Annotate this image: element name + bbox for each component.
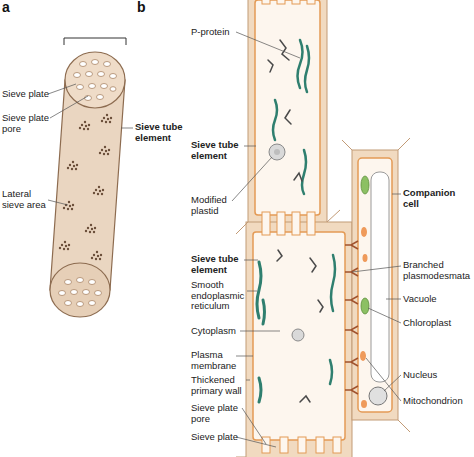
leader-line [386,299,401,300]
part-label: Sieve plate pore [191,403,246,424]
vacuole [371,172,389,382]
smooth-er [257,262,265,402]
part-label: Companion cell [403,188,473,209]
p-protein-green [273,40,335,384]
mitochondria [360,227,368,408]
part-label: Thickened primary wall [191,375,246,396]
cell-wall [248,0,327,227]
nucleus [369,387,387,405]
part-label: Chloroplast [403,318,473,329]
cell-wall [246,222,352,457]
leader-line [246,380,250,381]
part-label: Sieve tube element [191,140,246,161]
lateral-sieve-areas [59,114,112,260]
part-label: Sieve plate [191,432,246,443]
bottom-plate [50,263,110,317]
leader-line [232,157,272,201]
chloroplast [361,176,369,194]
sieve-tube-section [236,0,410,457]
leader-line [392,194,401,195]
leader-line [50,96,88,118]
leader-line [236,32,300,58]
sieve-element-interior [255,0,320,215]
part-label: Nucleus [403,370,473,381]
part-label: Mitochondrion [403,396,473,407]
leader-line [242,408,266,444]
leader-line [244,146,256,147]
sieve-element-interior [253,232,345,440]
leader-line [121,128,133,129]
modified-plastid [292,329,304,341]
part-label: Branched plasmodesmata [403,260,474,281]
leader-line [48,200,68,205]
part-label: Sieve tube element [191,254,246,275]
plate-pores [59,278,102,307]
part-label: Plasma membrane [191,350,246,371]
plate-pores [74,60,117,101]
companion-interior [358,158,392,412]
chloroplast [361,298,369,314]
leader-line [236,437,276,447]
leader-line [244,260,258,261]
part-label: Cytoplasm [191,326,246,337]
part-label: Sieve plate [2,89,54,100]
plastid-inclusion [274,149,280,155]
leader-line [240,331,280,332]
tube-body [50,80,125,290]
part-label: Vacuole [403,294,473,305]
part-label: P-protein [191,27,246,38]
leader-line [368,308,401,323]
part-label: Lateral sieve area [2,189,50,210]
top-plate [65,52,125,108]
p-protein-gray [268,40,323,402]
plasmodesmata [345,241,358,394]
sieve-tube-3d [50,38,126,317]
part-label: Sieve tube element [135,122,191,143]
leader-lines [48,32,401,447]
leader-line [247,291,257,292]
sieve-plate-bracket [64,38,126,45]
cell-wall [352,150,398,420]
leader-line [366,358,401,401]
leader-line [48,84,76,94]
part-label: Modified plastid [191,195,246,216]
sieve-plate-pores [262,0,341,453]
part-label: Smooth endoplasmic reticulum [191,280,247,312]
leader-line [352,266,401,272]
panel-letter: a [2,0,22,16]
panel-letter: b [137,0,157,16]
part-label: Sieve plate pore [2,113,54,134]
leader-line [236,356,253,357]
